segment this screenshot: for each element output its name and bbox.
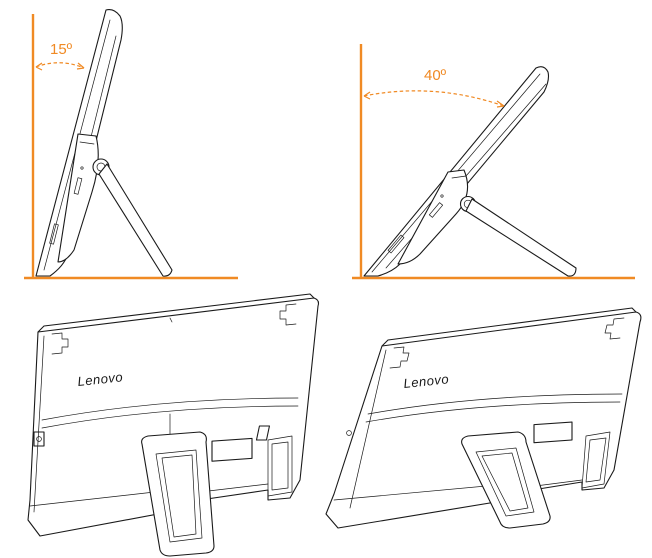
- angle-arc-40: [363, 90, 505, 107]
- lenovo-logo-left: Lenovo: [77, 369, 124, 389]
- side-view-40-degrees: 40º: [352, 44, 635, 280]
- angle-label-40: 40º: [424, 67, 447, 84]
- mount-bracket-tl: [51, 332, 69, 355]
- lenovo-logo-right: Lenovo: [403, 371, 450, 391]
- mount-bracket-tr-right: [604, 317, 625, 340]
- rear-panel-right: [325, 311, 642, 529]
- rear-view-15-degrees: Lenovo: [27, 293, 320, 557]
- kickstand-leg-left: [98, 163, 173, 277]
- mount-bracket-tr: [279, 303, 297, 326]
- rear-kickstand-left: [141, 431, 215, 557]
- mount-bracket-tl-right: [389, 346, 410, 369]
- rear-view-40-degrees: Lenovo: [255, 307, 642, 529]
- rear-panel-left: [27, 297, 320, 537]
- angle-arc-15: [35, 62, 85, 69]
- kickstand-leg-right: [465, 198, 577, 277]
- rear-port-left: [33, 431, 45, 447]
- angle-label-15: 15º: [50, 41, 73, 58]
- side-view-15-degrees: 15º: [24, 9, 238, 280]
- rear-vent-left: [211, 437, 253, 462]
- rear-port-right: [255, 425, 271, 441]
- rear-vent-right: [533, 421, 573, 444]
